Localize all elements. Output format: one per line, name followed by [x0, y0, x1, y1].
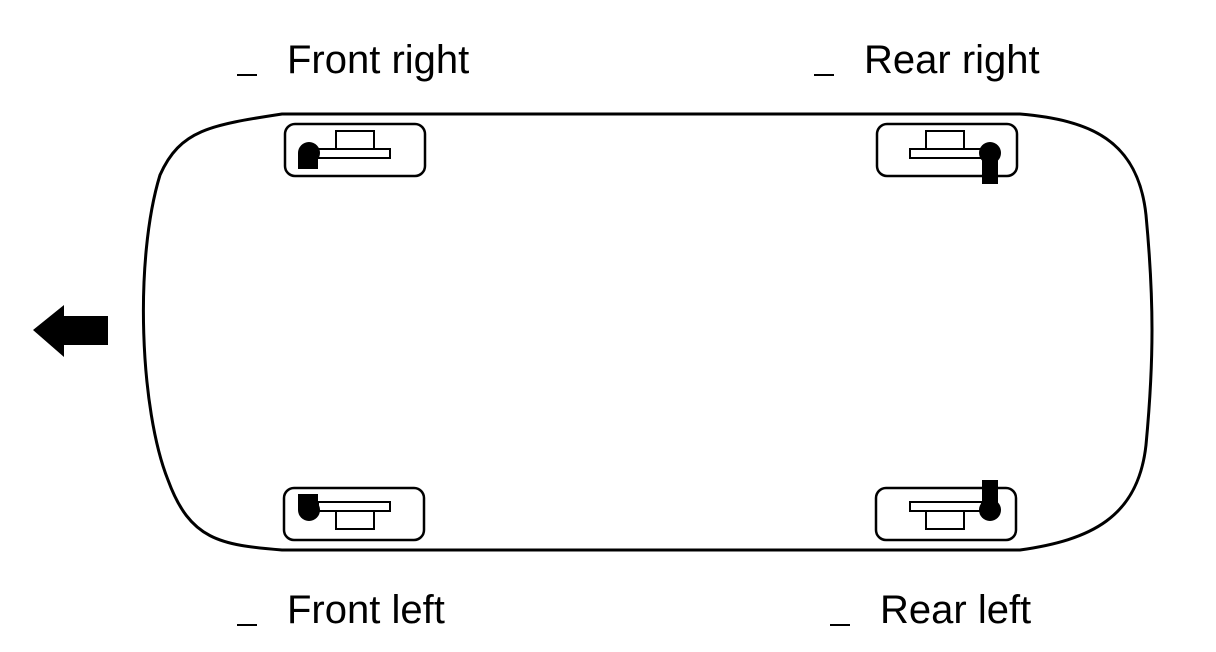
- wheel-rear-right: [875, 122, 1019, 184]
- wheel-front-right: [283, 122, 427, 178]
- front-left-marker: [237, 624, 257, 626]
- label-front-right: Front right: [287, 38, 470, 82]
- arrow-left-icon: [33, 305, 108, 357]
- wheel-rear-left: [874, 480, 1018, 542]
- label-rear-left: Rear left: [880, 588, 1032, 632]
- label-front-left: Front left: [287, 588, 445, 632]
- rear-right-marker: [814, 74, 834, 76]
- wheel-front-left: [282, 486, 426, 542]
- vehicle-body-outline: [141, 112, 1154, 552]
- label-rear-right: Rear right: [864, 38, 1040, 82]
- front-right-marker: [237, 74, 257, 76]
- rear-left-marker: [830, 624, 850, 626]
